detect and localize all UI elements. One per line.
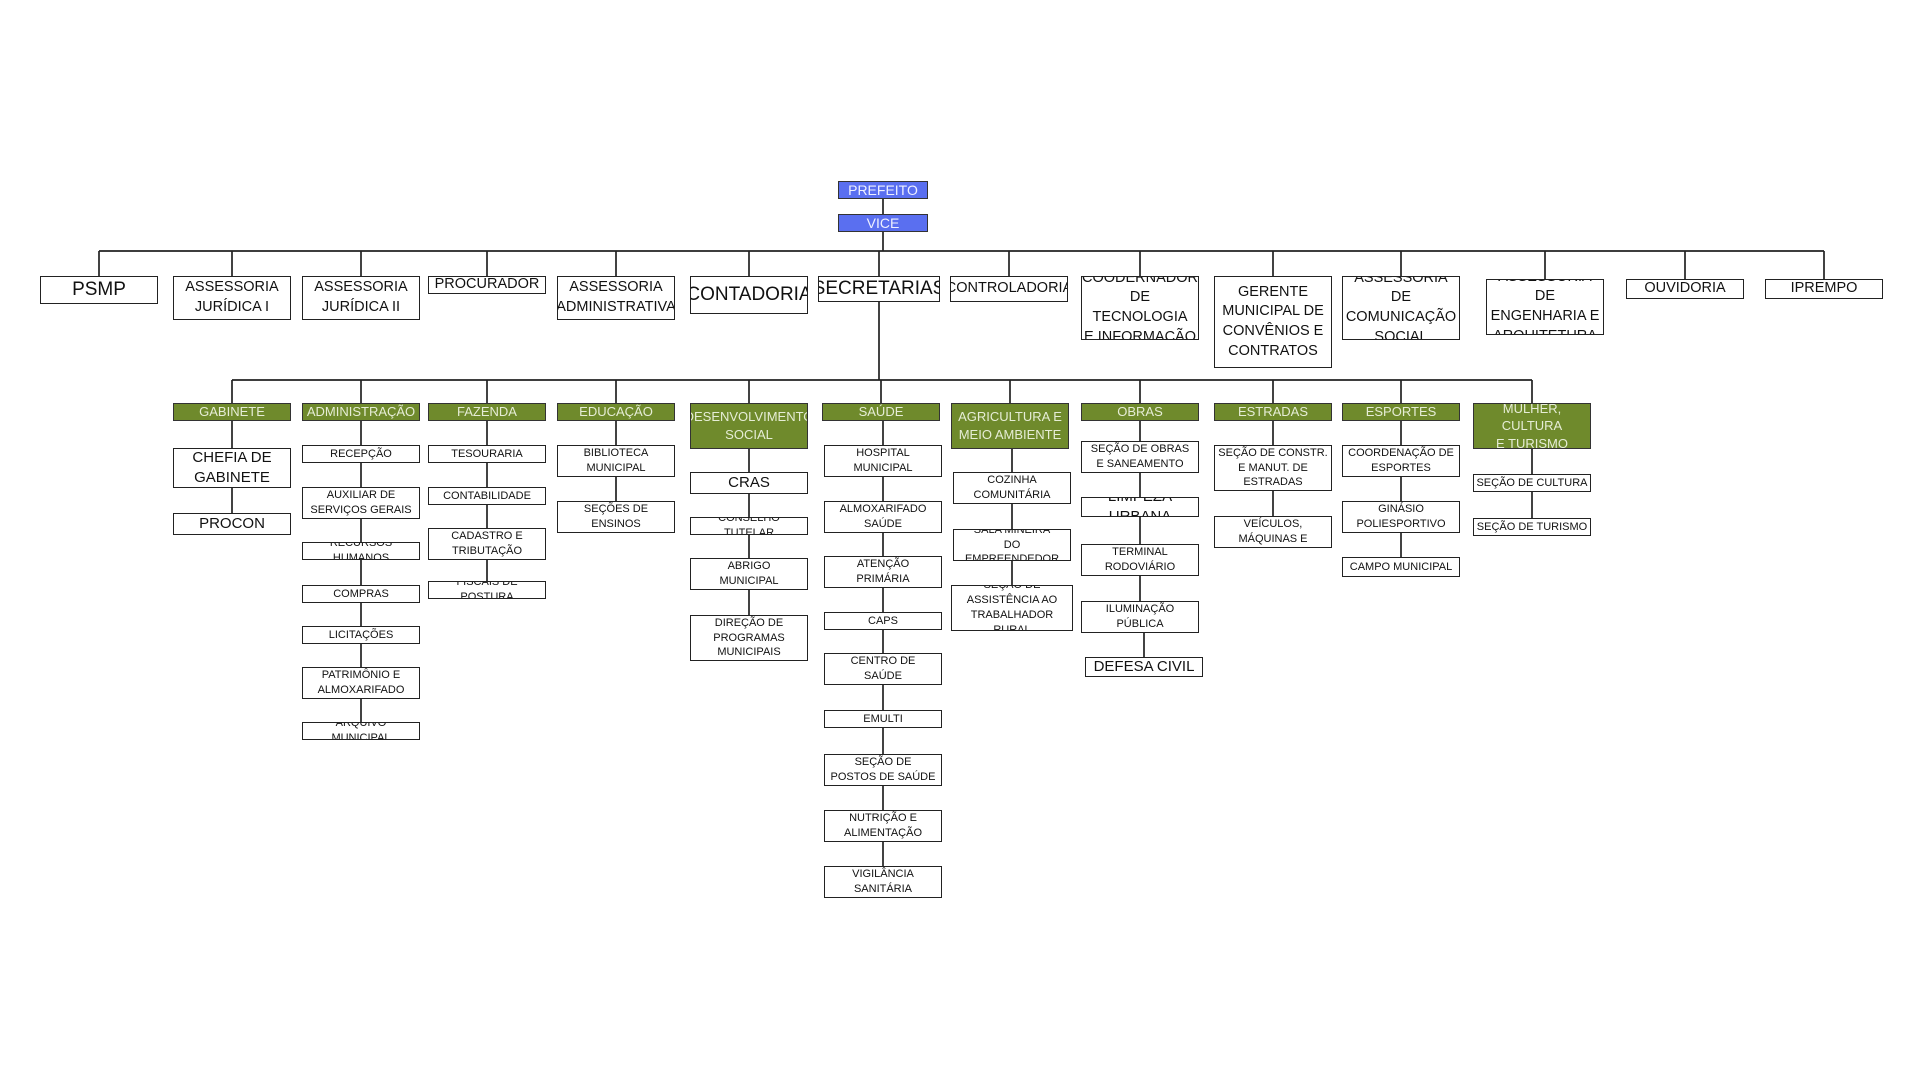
level1-box: PSMP bbox=[40, 276, 158, 304]
department-box: CAPS bbox=[824, 612, 942, 630]
level1-box: ASSESSORIA DE COMUNICAÇÃO SOCIAL bbox=[1342, 276, 1460, 340]
level1-box: SECRETARIAS bbox=[818, 276, 940, 302]
department-box: COMPRAS bbox=[302, 585, 420, 603]
secretaria-box: EDUCAÇÃO bbox=[557, 403, 675, 421]
secretaria-box: OBRAS bbox=[1081, 403, 1199, 421]
level1-box: GERENTE MUNICIPAL DE CONVÊNIOS E CONTRAT… bbox=[1214, 276, 1332, 368]
department-box: AUXILIAR DE SERVIÇOS GERAIS bbox=[302, 487, 420, 519]
department-box: CHEFIA DE GABINETE bbox=[173, 448, 291, 488]
secretaria-box: ADMINISTRAÇÃO bbox=[302, 403, 420, 421]
department-box: ARQUIVO MUNICIPAL bbox=[302, 722, 420, 740]
level1-box: CONTADORIA bbox=[690, 276, 808, 314]
secretaria-box: GABINETE bbox=[173, 403, 291, 421]
department-box: PATRIMÔNIO E ALMOXARIFADO bbox=[302, 667, 420, 699]
level1-box: IPREMPO bbox=[1765, 279, 1883, 299]
department-box: EMULTI bbox=[824, 710, 942, 728]
secretaria-box: FAZENDA bbox=[428, 403, 546, 421]
department-box: SEÇÃO DE ASSISTÊNCIA AO TRABALHADOR RURA… bbox=[951, 585, 1073, 631]
department-box: CONTABILIDADE bbox=[428, 487, 546, 505]
level1-box: PROCURADOR bbox=[428, 276, 546, 294]
secretaria-box: ESTRADAS bbox=[1214, 403, 1332, 421]
department-box: RECURSOS HUMANOS bbox=[302, 542, 420, 560]
department-box: FISCAIS DE POSTURA bbox=[428, 581, 546, 599]
department-box: SALA MINEIRA DO EMPREENDEDOR bbox=[953, 529, 1071, 561]
department-box: CENTRO DE SAÚDE bbox=[824, 653, 942, 685]
department-box: ATENÇÃO PRIMÁRIA bbox=[824, 556, 942, 588]
department-box: TESOURARIA bbox=[428, 445, 546, 463]
department-box: DIREÇÃO DE PROGRAMAS MUNICIPAIS bbox=[690, 615, 808, 661]
department-box: ILUMINAÇÃO PÚBLICA bbox=[1081, 601, 1199, 633]
department-box: COZINHA COMUNITÁRIA bbox=[953, 472, 1071, 504]
level1-box: ASSESSORIA DE ENGENHARIA E ARQUITETURA bbox=[1486, 279, 1604, 335]
department-box: TERMINAL RODOVIÁRIO bbox=[1081, 544, 1199, 576]
department-box: NUTRIÇÃO E ALIMENTAÇÃO bbox=[824, 810, 942, 842]
prefeito-box: PREFEITO bbox=[838, 181, 928, 199]
level1-box: ASSESSORIA JURÍDICA II bbox=[302, 276, 420, 320]
department-box: ABRIGO MUNICIPAL bbox=[690, 558, 808, 590]
department-box: SEÇÃO DE OBRAS E SANEAMENTO bbox=[1081, 441, 1199, 473]
level1-box: OUVIDORIA bbox=[1626, 279, 1744, 299]
department-box: SEÇÃO DE VEÍCULOS, MÁQUINAS E MANUT. bbox=[1214, 516, 1332, 548]
department-box: GINÁSIO POLIESPORTIVO bbox=[1342, 501, 1460, 533]
department-box: ALMOXARIFADO SAÚDE bbox=[824, 501, 942, 533]
level1-box: ASSESSORIA JURÍDICA I bbox=[173, 276, 291, 320]
secretaria-box: MULHER, CULTURA E TURISMO bbox=[1473, 403, 1591, 449]
secretaria-box: AGRICULTURA E MEIO AMBIENTE bbox=[951, 403, 1069, 449]
department-box: CRAS bbox=[690, 472, 808, 494]
department-box: LICITAÇÕES bbox=[302, 626, 420, 644]
department-box: SEÇÃO DE POSTOS DE SAÚDE bbox=[824, 754, 942, 786]
department-box: SEÇÃO DE TURISMO bbox=[1473, 518, 1591, 536]
department-box: COORDENAÇÃO DE ESPORTES bbox=[1342, 445, 1460, 477]
department-box: HOSPITAL MUNICIPAL bbox=[824, 445, 942, 477]
department-box: BIBLIOTECA MUNICIPAL bbox=[557, 445, 675, 477]
level1-box: COODERNADOR DE TECNOLOGIA E INFORMAÇÃO bbox=[1081, 276, 1199, 340]
level1-box: CONTROLADORIA bbox=[950, 276, 1068, 302]
department-box: DEFESA CIVIL bbox=[1085, 657, 1203, 677]
level1-box: ASSESSORIA ADMINISTRATIVA bbox=[557, 276, 675, 320]
department-box: SEÇÃO DE CULTURA bbox=[1473, 474, 1591, 492]
secretaria-box: SAÚDE bbox=[822, 403, 940, 421]
secretaria-box: ESPORTES bbox=[1342, 403, 1460, 421]
department-box: SEÇÃO DE CONSTR. E MANUT. DE ESTRADAS bbox=[1214, 445, 1332, 491]
department-box: VIGILÂNCIA SANITÁRIA bbox=[824, 866, 942, 898]
department-box: PROCON bbox=[173, 513, 291, 535]
department-box: LIMPEZA URBANA bbox=[1081, 497, 1199, 517]
secretaria-box: DESENVOLVIMENTO SOCIAL bbox=[690, 403, 808, 449]
department-box: SEÇÕES DE ENSINOS bbox=[557, 501, 675, 533]
department-box: CONSELHO TUTELAR bbox=[690, 517, 808, 535]
department-box: CAMPO MUNICIPAL bbox=[1342, 557, 1460, 577]
vice-box: VICE bbox=[838, 214, 928, 232]
department-box: RECEPÇÃO bbox=[302, 445, 420, 463]
department-box: CADASTRO E TRIBUTAÇÃO bbox=[428, 528, 546, 560]
